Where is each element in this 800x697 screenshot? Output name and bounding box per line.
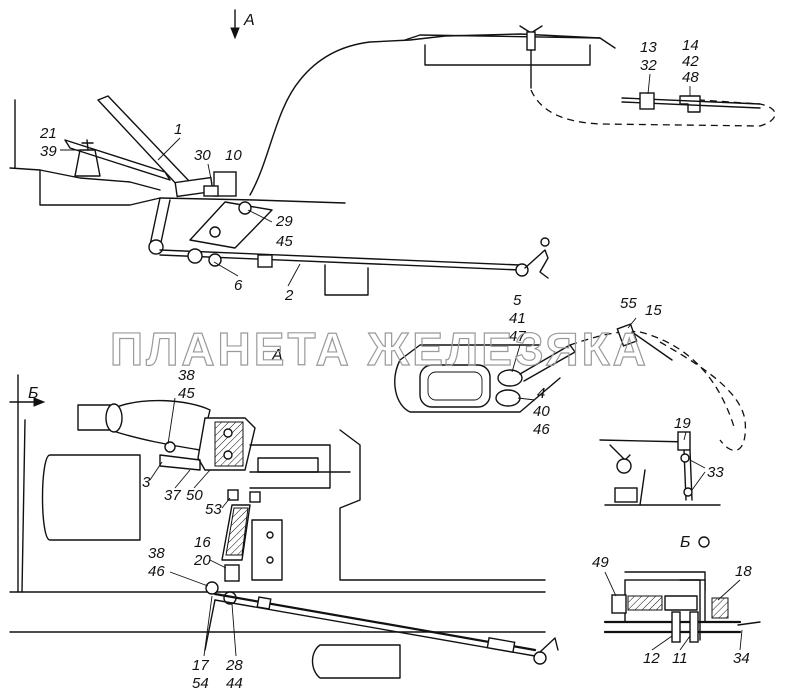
callout-53: 53 — [205, 501, 222, 518]
callout-42: 42 — [682, 53, 699, 70]
view-b-assembly — [9, 374, 559, 679]
callout-15: 15 — [645, 302, 662, 319]
callout-33: 33 — [707, 464, 724, 481]
callout-4: 4 — [537, 385, 545, 402]
callout-41: 41 — [509, 310, 526, 327]
view-b-title: Б — [680, 534, 690, 551]
vertical-link — [149, 197, 171, 248]
callout-34: 34 — [733, 650, 750, 667]
floor-ridge — [39, 169, 161, 191]
callout-13: 13 — [640, 39, 657, 56]
pull-rod — [159, 237, 550, 296]
callout-45: 45 — [276, 233, 293, 250]
bracket-29 — [189, 201, 273, 249]
callout-10: 10 — [225, 147, 242, 164]
view-arrow-a-label: A — [243, 12, 255, 29]
callout-17: 17 — [192, 657, 209, 674]
callout-38b: 38 — [148, 545, 165, 562]
callout-3: 3 — [142, 474, 151, 491]
callout-12: 12 — [643, 650, 660, 667]
stop-bolt — [74, 139, 101, 177]
callout-48: 48 — [682, 69, 699, 86]
choke-knob — [519, 25, 776, 127]
callout-38a: 38 — [178, 367, 195, 384]
callout-37: 37 — [164, 487, 181, 504]
callout-40: 40 — [533, 403, 550, 420]
watermark-text: ПЛАНЕТА ЖЕЛЕЗЯКА — [110, 323, 649, 375]
callout-50: 50 — [186, 487, 203, 504]
view-arrow-b — [9, 397, 46, 407]
callout-11: 11 — [672, 650, 688, 667]
callout-47: 47 — [509, 328, 526, 345]
top-assembly — [9, 9, 776, 296]
callout-6: 6 — [234, 277, 243, 294]
callout-55: 55 — [620, 295, 637, 312]
callout-16: 16 — [194, 534, 211, 551]
view-a-title: A — [271, 347, 283, 364]
callout-21: 21 — [39, 125, 57, 142]
callout-44: 44 — [226, 675, 243, 692]
callout-1: 1 — [174, 121, 182, 138]
switch-unit — [203, 171, 237, 197]
callout-32: 32 — [640, 57, 657, 74]
clamp-top-right — [621, 92, 761, 113]
section-b-detail — [603, 536, 761, 643]
callout-20: 20 — [193, 552, 211, 569]
callout-46: 46 — [533, 421, 550, 438]
view-a-detail — [394, 323, 747, 506]
callout-18: 18 — [735, 563, 752, 580]
callout-49: 49 — [592, 554, 609, 571]
callout-29: 29 — [275, 213, 293, 230]
view-arrow-a — [230, 9, 240, 40]
callout-2: 2 — [284, 287, 294, 304]
callout-30: 30 — [194, 147, 211, 164]
callout-5: 5 — [513, 292, 522, 309]
callout-labels: A Б A Б 1 21 39 30 10 29 45 6 2 13 32 14… — [28, 12, 752, 692]
callout-28: 28 — [225, 657, 243, 674]
callout-54: 54 — [192, 675, 209, 692]
view-arrow-b-label: Б — [28, 385, 38, 402]
callout-14: 14 — [682, 37, 699, 54]
dash-recess — [424, 44, 591, 66]
dashboard-contour — [249, 33, 616, 196]
callout-39: 39 — [40, 143, 57, 160]
cylinder-block — [197, 417, 256, 471]
callout-19: 19 — [674, 415, 691, 432]
callout-46b: 46 — [148, 563, 165, 580]
callout-45b: 45 — [178, 385, 195, 402]
